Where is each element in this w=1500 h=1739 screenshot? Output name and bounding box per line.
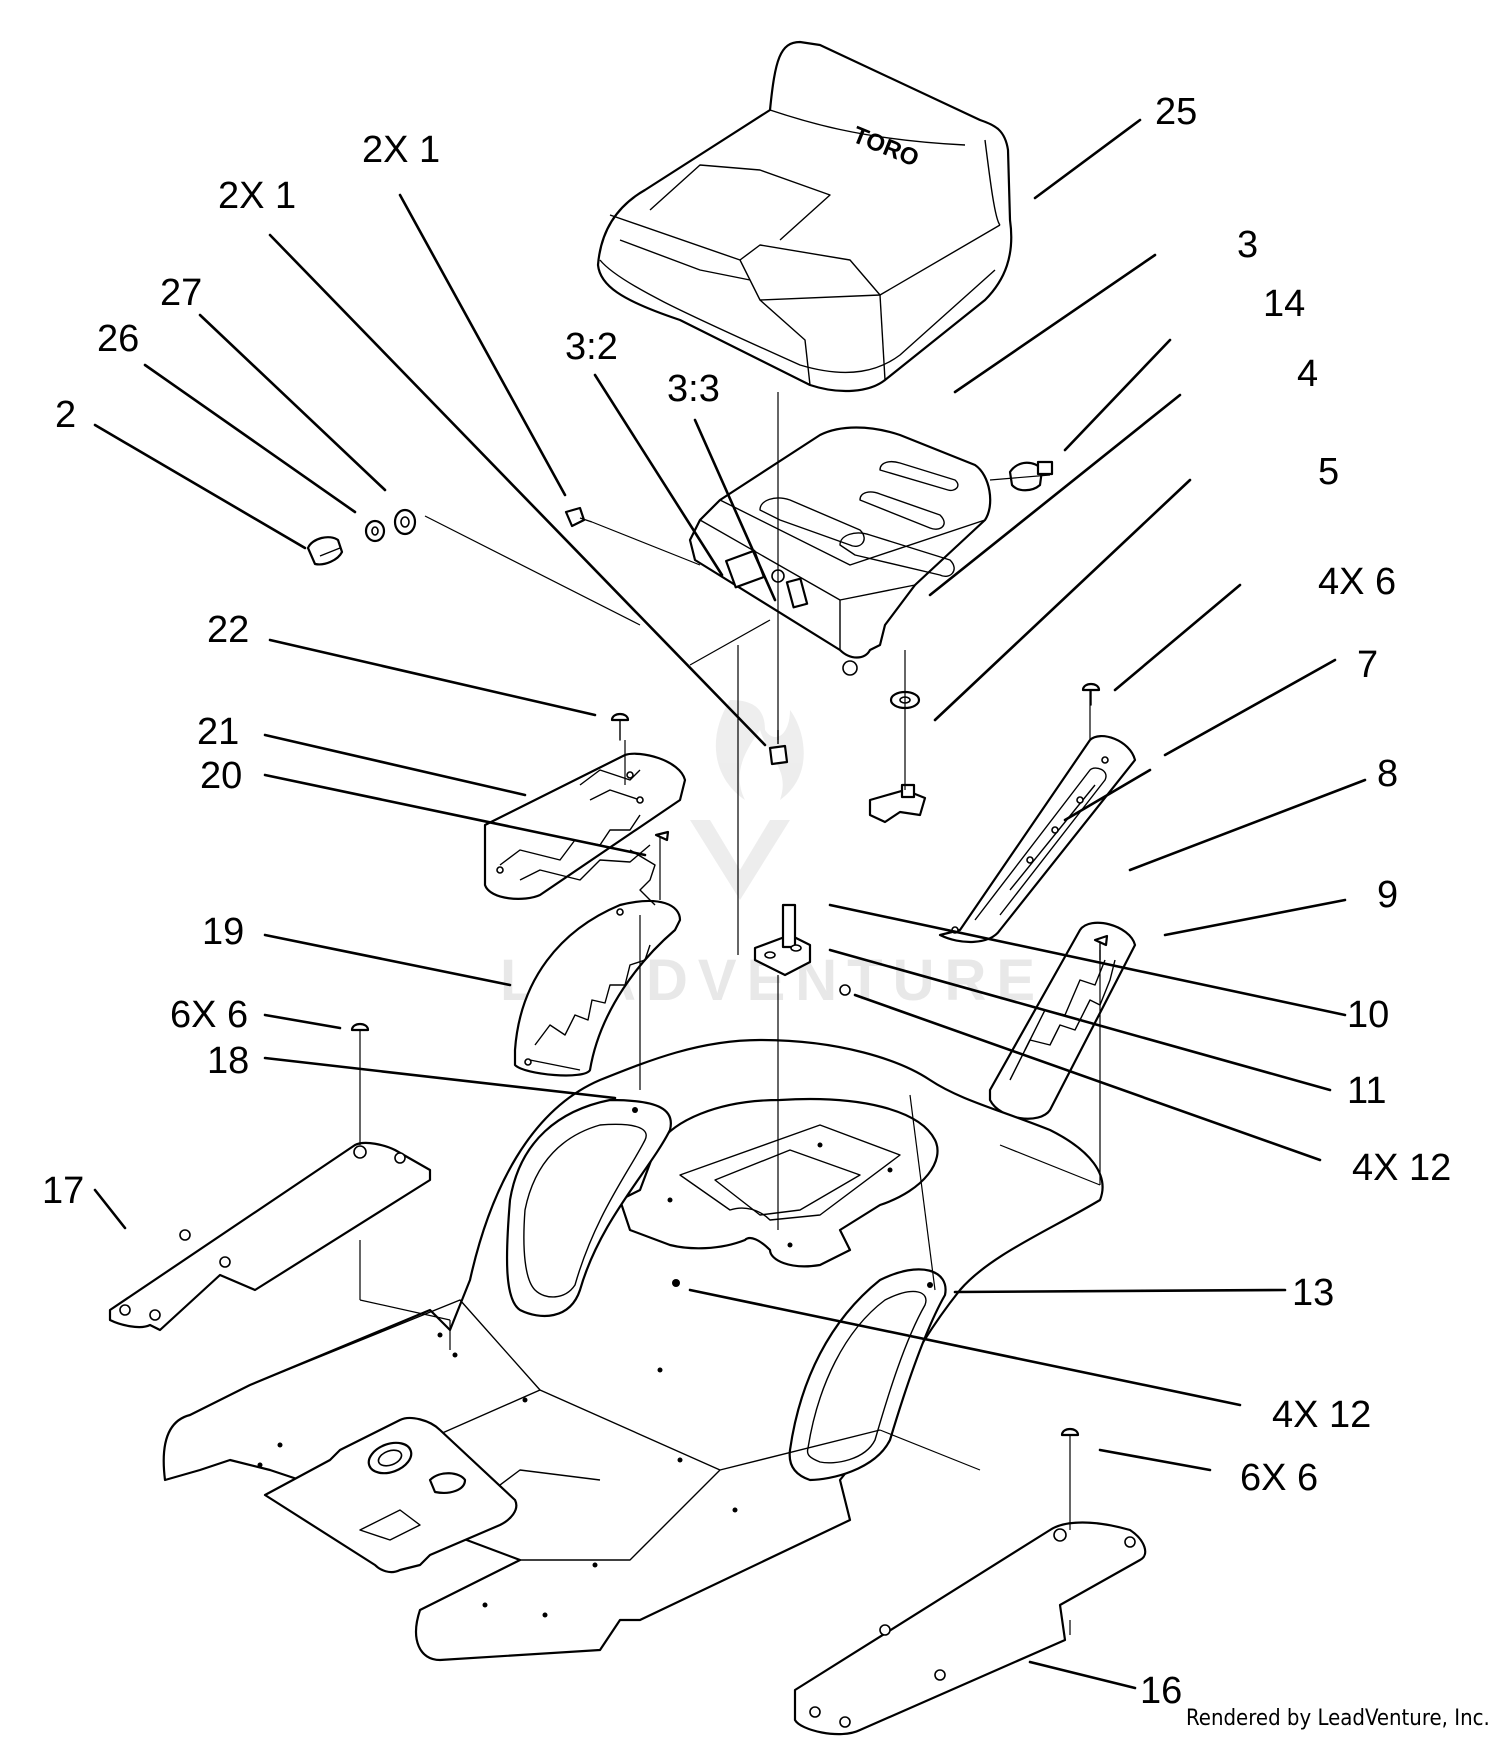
- callout-2x1-a: 2X 1: [362, 129, 440, 171]
- callout-20: 20: [200, 755, 242, 797]
- callout-21: 21: [197, 711, 239, 753]
- callout-18: 18: [207, 1040, 249, 1082]
- callout-16: 16: [1140, 1670, 1182, 1712]
- callout-2: 2: [55, 394, 76, 436]
- callout-11: 11: [1347, 1070, 1386, 1112]
- shift-plate-21: [483, 752, 687, 900]
- seat: TORO: [596, 40, 1013, 393]
- callout-14: 14: [1263, 283, 1305, 325]
- seat-plate: [688, 426, 992, 676]
- callout-6x6-b: 6X 6: [1240, 1457, 1318, 1499]
- callout-13: 13: [1292, 1272, 1334, 1314]
- callout-4x12-b: 4X 12: [1272, 1394, 1371, 1436]
- foot-panel-17: [108, 1141, 432, 1332]
- callout-4x6: 4X 6: [1318, 561, 1396, 603]
- knob-5: [868, 783, 927, 824]
- callout-9: 9: [1377, 874, 1398, 916]
- callout-4: 4: [1297, 353, 1318, 395]
- callout-25: 25: [1155, 91, 1197, 133]
- callout-3: 3: [1237, 224, 1258, 266]
- callout-22: 22: [207, 609, 249, 651]
- screw-6-left: [350, 1022, 370, 1032]
- assembly-lines: [359, 392, 1101, 1635]
- callout-17: 17: [42, 1170, 84, 1212]
- bracket-20: [629, 849, 656, 906]
- knob-2: [306, 536, 344, 566]
- callout-3-2: 3:2: [565, 326, 618, 368]
- fender-body: [162, 1038, 1104, 1662]
- callout-5: 5: [1318, 451, 1339, 493]
- callout-3-3: 3:3: [667, 368, 720, 410]
- screw-20: [654, 830, 670, 842]
- callout-4x12-a: 4X 12: [1352, 1147, 1451, 1189]
- foot-panel-16: [793, 1521, 1147, 1736]
- callout-8: 8: [1377, 753, 1398, 795]
- screw-1-upper: [564, 506, 593, 528]
- callout-2x1-b: 2X 1: [218, 175, 296, 217]
- callout-27: 27: [160, 272, 202, 314]
- shift-plate-19: [513, 900, 682, 1077]
- plate-7: [938, 735, 1137, 944]
- screw-8: [1093, 934, 1109, 961]
- screw-22: [610, 712, 630, 741]
- screw-6-upper: [1081, 682, 1101, 706]
- callout-labels: 25 2X 1 2X 1 3 14 27 26 2 3:2 3:3 4 5 4X…: [42, 91, 1451, 1712]
- callout-19: 19: [202, 911, 244, 953]
- render-credit: Rendered by LeadVenture, Inc.: [1186, 1706, 1490, 1731]
- callout-10: 10: [1347, 994, 1389, 1036]
- screw-6-right: [1060, 1427, 1080, 1437]
- callout-7: 7: [1357, 644, 1378, 686]
- callout-26: 26: [97, 318, 139, 360]
- bracket-10: [753, 903, 851, 996]
- callout-6x6-a: 6X 6: [170, 994, 248, 1036]
- leader-lines: [93, 118, 1367, 1690]
